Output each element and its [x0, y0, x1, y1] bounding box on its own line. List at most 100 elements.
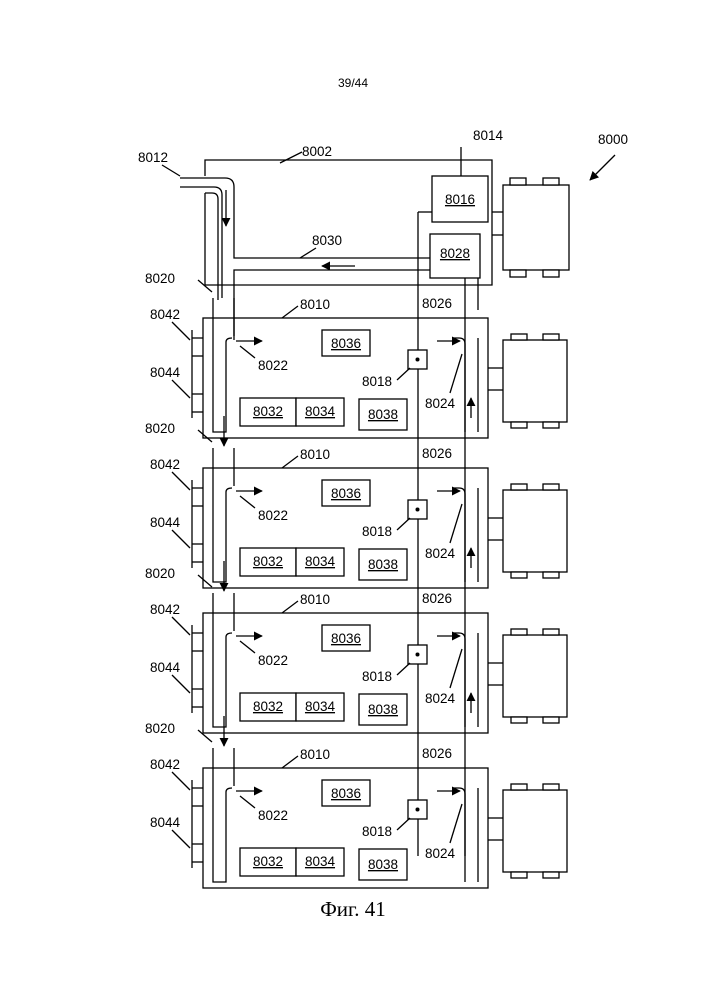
inlet-duct-inner [180, 187, 222, 298]
battery-body [503, 340, 567, 422]
port-label-b: 8044 [150, 365, 181, 380]
figure-caption: Фиг. 41 [320, 897, 386, 921]
port-label-b: 8044 [150, 815, 181, 830]
module-1: 8042 8044 8022 8020 8010 8026 8024 8018 8036 8032… [145, 271, 567, 438]
battery-terminal [511, 572, 527, 578]
port-label-a: 8042 [150, 757, 180, 772]
riser-label: 8026 [422, 591, 452, 606]
port-leader-a [172, 772, 190, 790]
outer-duct-label: 8002 [302, 144, 332, 159]
box-a-label: 8036 [331, 631, 361, 646]
battery [488, 629, 567, 723]
box-d-label: 8038 [368, 857, 398, 872]
box-8016-label: 8016 [445, 192, 475, 207]
system-label: 8000 [598, 132, 628, 147]
sensor-label: 8018 [362, 669, 392, 684]
box-c-label: 8034 [305, 554, 336, 569]
port-label-a: 8042 [150, 307, 180, 322]
system-pointer-arrow [590, 155, 615, 180]
box-c-label: 8034 [305, 699, 336, 714]
inlet-label: 8022 [258, 358, 288, 373]
battery-terminal [543, 717, 559, 723]
battery-terminal [511, 717, 527, 723]
inlet-label: 8022 [258, 508, 288, 523]
module-leader [282, 756, 298, 768]
battery-terminal [511, 629, 527, 635]
return-duct-label: 8030 [312, 233, 342, 248]
battery [488, 784, 567, 878]
battery-terminal [543, 629, 559, 635]
top-port-label: 8014 [473, 128, 504, 143]
battery [488, 484, 567, 578]
sensor-dot [416, 808, 420, 812]
riser-label: 8026 [422, 746, 452, 761]
battery-terminal [543, 484, 559, 490]
modules-layer: 8042 8044 8022 8020 8010 8026 8024 8018 8036 8032… [145, 271, 567, 888]
battery-terminal [543, 422, 559, 428]
battery-terminal [511, 334, 527, 340]
module-leader [282, 456, 298, 468]
downpipe-label: 8020 [145, 566, 175, 581]
module-label: 8010 [300, 447, 330, 462]
port-leader-b [172, 830, 190, 848]
outlet-label: 8024 [425, 546, 456, 561]
riser-label: 8026 [422, 446, 452, 461]
box-b-label: 8032 [253, 554, 283, 569]
sensor-label: 8018 [362, 824, 392, 839]
battery-terminal [543, 784, 559, 790]
sensor-label: 8018 [362, 524, 392, 539]
battery-terminal [511, 484, 527, 490]
box-a-label: 8036 [331, 486, 361, 501]
inlet-leader [162, 165, 180, 176]
downpipe-label: 8020 [145, 421, 175, 436]
page-number: 39/44 [338, 76, 368, 90]
battery-terminal [543, 572, 559, 578]
inlet-duct-center [205, 193, 218, 300]
box-c-label: 8034 [305, 854, 336, 869]
module-leader [282, 306, 298, 318]
outlet-label: 8024 [425, 691, 456, 706]
box-c-label: 8034 [305, 404, 336, 419]
box-a-label: 8036 [331, 786, 361, 801]
battery-terminal [511, 784, 527, 790]
box-d-label: 8038 [368, 557, 398, 572]
outer-duct-leader [280, 152, 302, 163]
battery [488, 334, 567, 428]
battery-body [503, 490, 567, 572]
port-label-a: 8042 [150, 602, 180, 617]
box-a-label: 8036 [331, 336, 361, 351]
battery-terminal [511, 872, 527, 878]
module-4: 8042804480228020801080268024801880368032… [145, 716, 567, 888]
battery-body [503, 790, 567, 872]
port-label-b: 8044 [150, 515, 181, 530]
module-2: 8042 8044 8022 8020 8010 8026 8024 8018 8036 8032… [145, 416, 567, 588]
inlet-label: 8012 [138, 150, 168, 165]
module-label: 8010 [300, 747, 330, 762]
battery-terminal [543, 872, 559, 878]
sensor-dot [416, 508, 420, 512]
box-d-label: 8038 [368, 702, 398, 717]
downpipe-label: 8020 [145, 271, 175, 286]
port-label-a: 8042 [150, 457, 180, 472]
battery-top [492, 178, 569, 277]
riser-label: 8026 [422, 296, 452, 311]
sensor-dot [416, 653, 420, 657]
inlet-label: 8022 [258, 808, 288, 823]
sensor-dot [416, 358, 420, 362]
port-leader-a [172, 617, 190, 635]
battery-terminal [511, 422, 527, 428]
port-label-b: 8044 [150, 660, 181, 675]
module-label: 8010 [300, 592, 330, 607]
module-label: 8010 [300, 297, 330, 312]
battery-terminal [543, 334, 559, 340]
box-d-label: 8038 [368, 407, 398, 422]
port-leader-b [172, 675, 190, 693]
port-leader-b [172, 380, 190, 398]
sensor-label: 8018 [362, 374, 392, 389]
battery-body [503, 635, 567, 717]
outlet-label: 8024 [425, 396, 456, 411]
return-duct-leader [300, 248, 316, 258]
box-b-label: 8032 [253, 404, 283, 419]
module-leader [282, 601, 298, 613]
